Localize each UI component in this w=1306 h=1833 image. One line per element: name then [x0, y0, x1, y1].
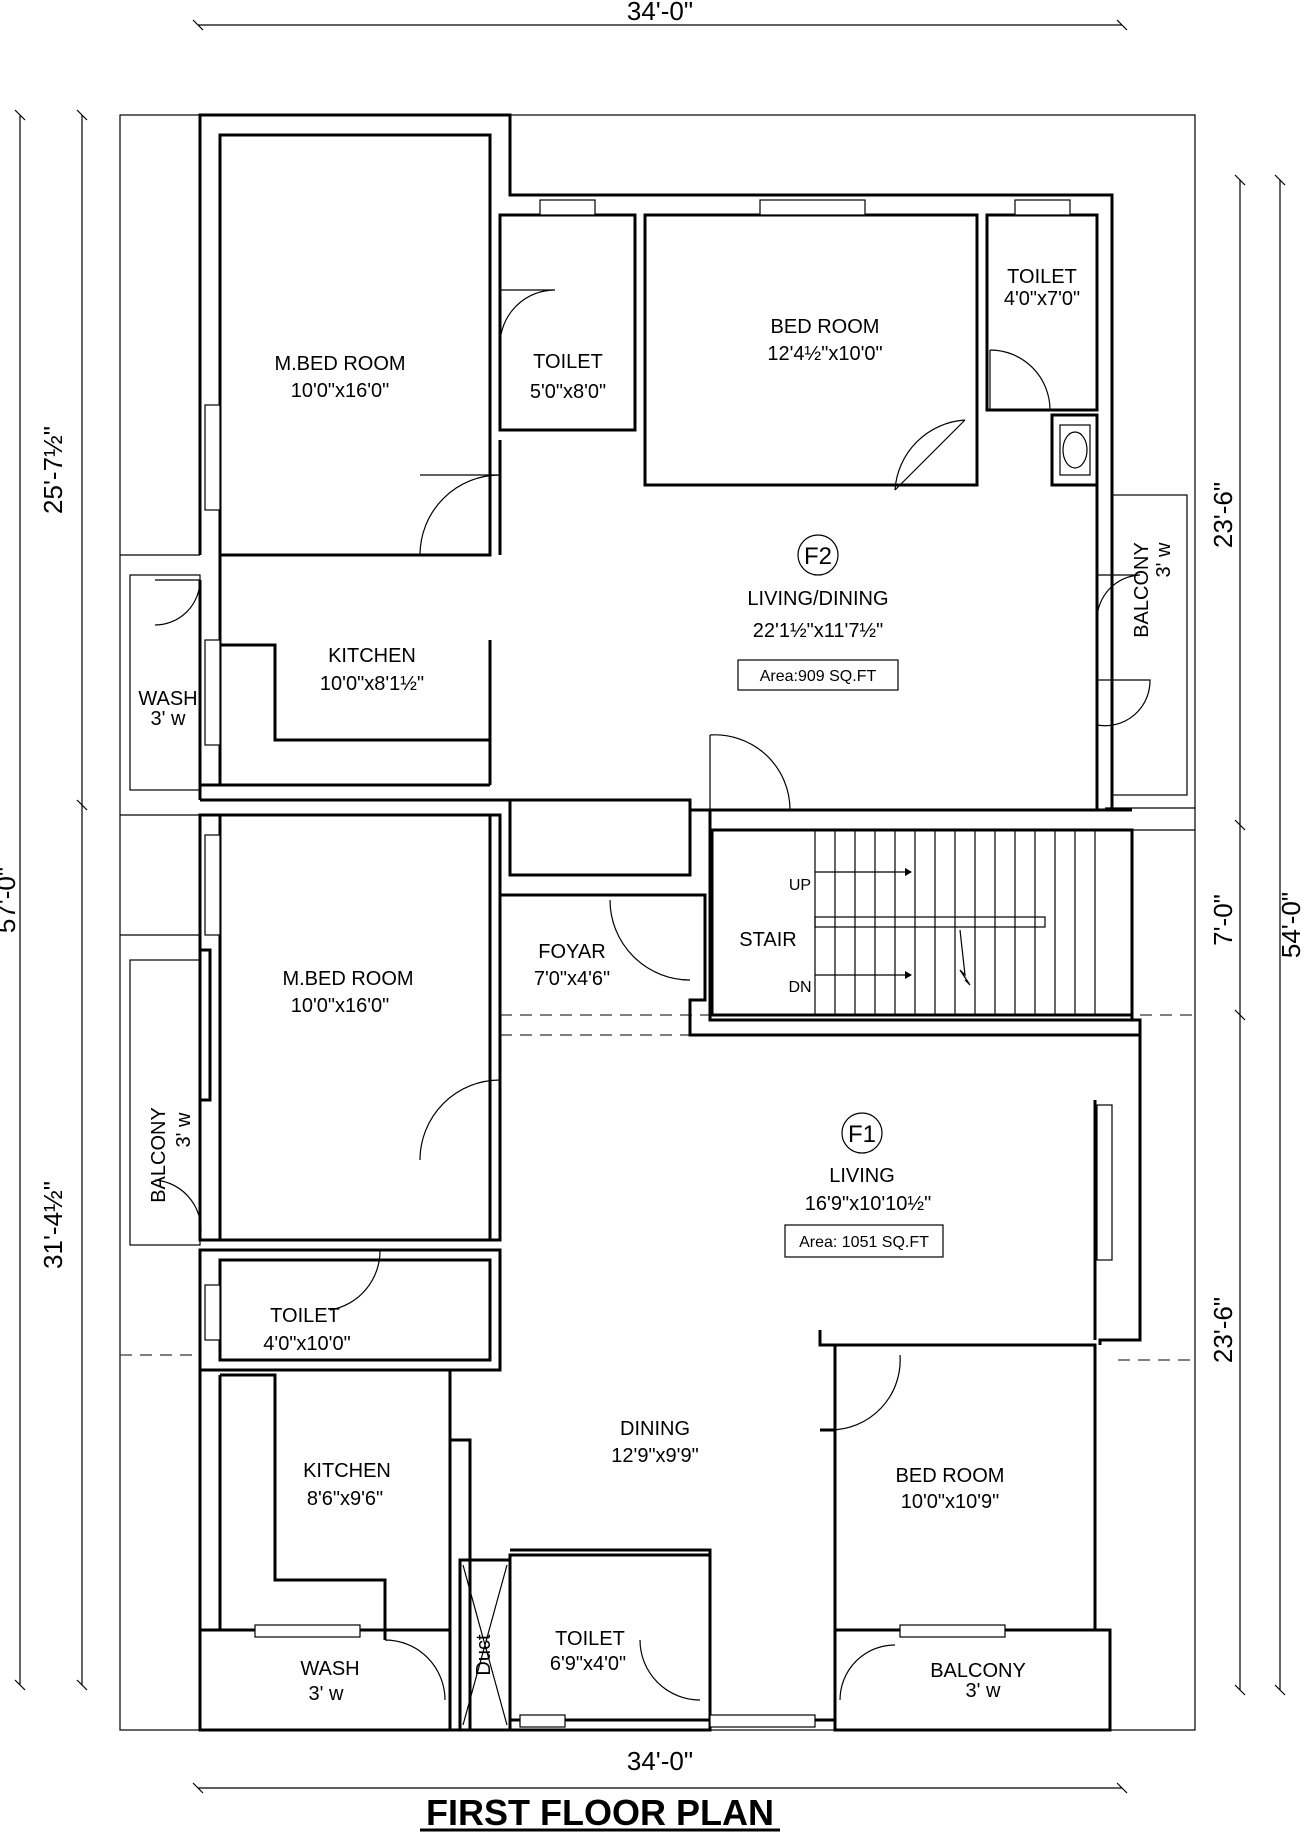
wash-basin-icon [1059, 424, 1091, 476]
dim-left-total: 57'-0" [0, 867, 21, 933]
f1-toilet-b-name: TOILET [555, 1628, 625, 1650]
f1-balcony-b-name: BALCONY [930, 1660, 1026, 1682]
f1-balcony-b-size: 3' w [966, 1680, 1001, 1702]
dim-right-total: 54'-0" [1276, 892, 1306, 958]
dimension-lines [14, 19, 1286, 1794]
f2-balcony-size: 3' w [1153, 542, 1175, 577]
dim-right-middle: 7'-0" [1208, 894, 1238, 946]
f1-bed-name: BED ROOM [896, 1465, 1005, 1487]
stair-treads [710, 828, 1134, 1017]
f2-bed-name: BED ROOM [771, 316, 880, 338]
dim-bottom: 34'-0" [627, 1746, 693, 1776]
f1-kitchen-size: 8'6"x9'6" [307, 1488, 383, 1510]
f2-toilet-b-name: TOILET [1007, 266, 1077, 288]
f2-toilet-a-name: TOILET [533, 351, 603, 373]
stair-up: UP [789, 877, 811, 894]
f2-wash-size: 3' w [151, 708, 186, 730]
f2-flat-marker [797, 534, 839, 576]
stair-dn: DN [788, 979, 811, 996]
dim-left-lower: 31'-4½" [38, 1181, 68, 1269]
f1-living-size: 16'9"x10'10½" [805, 1193, 931, 1215]
f2-mbed-name: M.BED ROOM [274, 353, 405, 375]
f2-living-size: 22'1½"x11'7½" [753, 620, 883, 642]
f2-flat-id: F2 [804, 543, 832, 570]
f1-toilet-a-name: TOILET [270, 1305, 340, 1327]
stair-name: STAIR [739, 929, 796, 951]
f1-living-name: LIVING [829, 1165, 895, 1187]
walls [129, 113, 1188, 1732]
plan-title: FIRST FLOOR PLAN [426, 1792, 774, 1833]
f1-flat-id: F1 [848, 1121, 876, 1148]
f1-bed-size: 10'0"x10'9" [901, 1491, 1000, 1513]
windows [204, 199, 1113, 1728]
duct-hatch [462, 1564, 508, 1726]
f2-mbed-size: 10'0"x16'0" [291, 380, 390, 402]
foyar-name: FOYAR [538, 941, 605, 963]
f2-area: Area:909 SQ.FT [760, 668, 877, 685]
f1-toilet-a-size: 4'0"x10'0" [263, 1333, 350, 1355]
foyar-size: 7'0"x4'6" [534, 968, 610, 990]
f2-kitchen-name: KITCHEN [328, 645, 416, 667]
f1-flat-marker [841, 1112, 883, 1154]
f1-area: Area: 1051 SQ.FT [799, 1234, 929, 1251]
dim-top: 34'-0" [627, 0, 693, 26]
doors [154, 289, 1151, 1701]
f2-balcony-name: BALCONY [1131, 542, 1153, 638]
duct-label: Duct [473, 1634, 495, 1676]
f1-balcony-l-name: BALCONY [148, 1107, 170, 1203]
f2-wash-name: WASH [138, 688, 197, 710]
f1-balcony-l-size: 3' w [173, 1112, 195, 1147]
f1-wash-size: 3' w [309, 1683, 344, 1705]
f1-area-box [784, 1224, 944, 1258]
f1-mbed-size: 10'0"x16'0" [291, 995, 390, 1017]
f1-toilet-b-size: 6'9"x4'0" [550, 1653, 626, 1675]
f2-toilet-b-size: 4'0"x7'0" [1004, 288, 1080, 310]
f1-mbed-name: M.BED ROOM [282, 968, 413, 990]
dim-right-lower: 23'-6" [1208, 1297, 1238, 1363]
f1-wash-name: WASH [300, 1658, 359, 1680]
f2-area-box [737, 659, 899, 691]
f2-bed-size: 12'4½"x10'0" [767, 343, 882, 365]
f1-kitchen-name: KITCHEN [303, 1460, 391, 1482]
f1-dining-name: DINING [620, 1418, 690, 1440]
f1-dining-size: 12'9"x9'9" [611, 1445, 698, 1467]
f2-kitchen-size: 10'0"x8'1½" [320, 673, 424, 695]
dim-left-upper: 25'-7½" [38, 426, 68, 514]
f2-living-name: LIVING/DINING [747, 588, 888, 610]
dim-right-upper: 23'-6" [1208, 482, 1238, 548]
f2-toilet-a-size: 5'0"x8'0" [530, 381, 606, 403]
